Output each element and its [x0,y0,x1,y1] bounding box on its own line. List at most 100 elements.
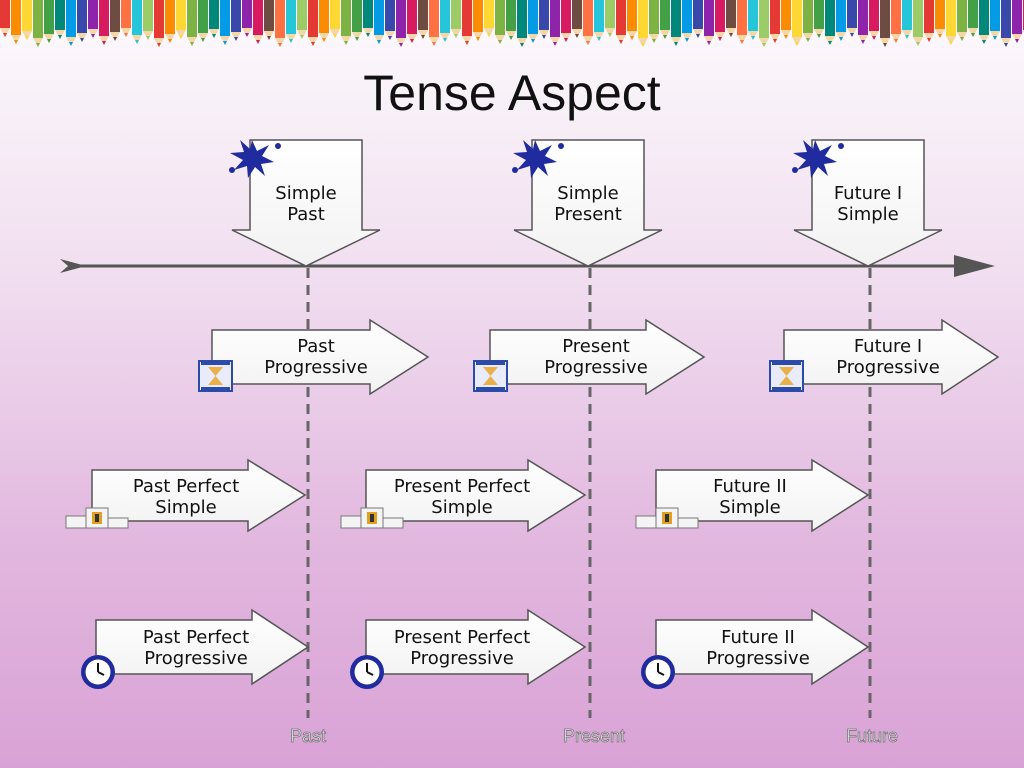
pencil-tip [781,30,791,39]
pencil-tip [979,35,989,44]
pencil [968,0,978,28]
tense-label-line1: Past [297,336,335,357]
pencil [198,0,208,33]
tense-past-perfect-simple: Past Perfect Simple [91,458,307,533]
pencil-lead [256,40,260,44]
pencil-tip [407,34,417,43]
paint-splat-icon [792,140,844,178]
pencil-tip [924,33,934,42]
pencil-lead [80,38,84,42]
pencil [440,0,450,33]
pencil-tip [968,28,978,37]
pencil-lead [388,36,392,40]
pencil-lead [201,38,205,42]
pencil [726,0,736,28]
pencil-lead [608,33,612,37]
tense-label-line2: Simple [155,497,216,518]
pencil-lead [575,34,579,38]
pencil-tip [759,38,769,47]
pencil [0,0,10,28]
pencil-lead [179,35,183,39]
podium-icon [635,507,699,529]
pencil-lead [586,41,590,45]
pencil-tip [462,36,472,45]
pencil-lead [300,35,304,39]
pencil-lead [817,34,821,38]
pencil-tip [583,36,593,45]
pencil [561,0,571,33]
pencil-lead [168,39,172,43]
pencil [220,0,230,36]
pencil-lead [916,42,920,46]
tense-label-line1: Simple [557,183,618,204]
pencil [308,0,318,37]
pencil [825,0,835,36]
pencil-tip [44,34,54,43]
pencil [660,0,670,30]
pencil [11,0,21,35]
pencil-lead [91,34,95,38]
paint-splat-icon [512,140,564,178]
pencil-lead [542,35,546,39]
clock-icon [641,655,675,689]
pencil-tip [825,36,835,45]
pencil-tip [308,37,318,46]
pencil [781,0,791,30]
tense-label-line2: Present [554,204,622,225]
tense-present-perfect-progressive: Present Perfect Progressive [365,608,587,686]
pencil [429,0,439,37]
pencil-tip [1001,38,1011,47]
pencil [638,0,648,38]
pencil-lead [696,34,700,38]
pencil-lead [784,35,788,39]
tense-label-line2: Past [287,204,325,225]
pencil-lead [69,42,73,46]
pencil [616,0,626,35]
tense-label-line2: Progressive [264,357,368,378]
pencil [649,0,659,34]
pencil [946,0,956,36]
pencil-lead [1004,43,1008,47]
pencil-lead [355,37,359,41]
pencil-tip [770,34,780,43]
pencil-lead [102,41,106,45]
pencil-tip [803,33,813,42]
pencil-lead [157,43,161,47]
pencil [682,0,692,33]
timeline-label-past: Past [290,726,326,746]
pencil-tip [957,32,967,41]
pencil-tip [616,35,626,44]
tense-present-perfect-simple: Present Perfect Simple [365,458,587,533]
pencil [396,0,406,38]
pencil [341,0,351,36]
pencil [935,0,945,29]
pencil-lead [311,42,315,46]
pencil [132,0,142,35]
tense-present-progressive: Present Progressive [489,318,706,396]
hourglass-icon [769,360,804,392]
pencil-tip [649,34,659,43]
pencil-tip [638,38,648,47]
pencil-lead [597,37,601,41]
pencil [44,0,54,34]
pencil-tip [187,37,197,46]
pencil [539,0,549,30]
pencil [1001,0,1011,38]
pencil-lead [630,36,634,40]
pencil [671,0,681,37]
pencil-lead [113,37,117,41]
pencil-lead [905,35,909,39]
pencil-lead [234,37,238,41]
pencil-tip [418,30,428,39]
pencil-tip [11,35,21,44]
pencil-tip [902,30,912,39]
pencil-border [0,0,1024,47]
pencil-tip [704,36,714,45]
pencil [154,0,164,38]
clock-icon [350,655,384,689]
pencil-tip [0,28,10,37]
podium-icon [340,507,404,529]
pencil-lead [498,40,502,44]
timeline-label-future: Future [846,726,898,746]
pencil-lead [14,40,18,44]
